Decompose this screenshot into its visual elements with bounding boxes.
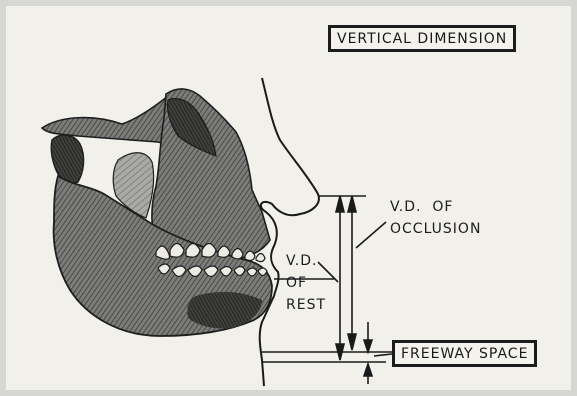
condyle: [51, 135, 83, 183]
label-vd-rest-line2: OF: [286, 272, 326, 294]
freeway-space-box: FREEWAY SPACE: [392, 340, 537, 367]
label-vd-occlusion-line1: V.D. OF: [390, 196, 481, 218]
title-box: VERTICAL DIMENSION: [328, 25, 516, 52]
measurement-lines: [262, 196, 392, 384]
freeway-space-label: FREEWAY SPACE: [401, 346, 528, 362]
label-vd-rest: V.D. OF REST: [286, 250, 326, 316]
label-vd-occlusion: V.D. OF OCCLUSION: [390, 196, 481, 240]
label-vd-occlusion-line2: OCCLUSION: [390, 218, 481, 240]
label-vd-rest-line3: REST: [286, 294, 326, 316]
chin-shadow: [187, 292, 262, 329]
face-profile: [260, 78, 319, 386]
diagram-title: VERTICAL DIMENSION: [337, 31, 507, 47]
label-vd-rest-line1: V.D.: [286, 250, 326, 272]
